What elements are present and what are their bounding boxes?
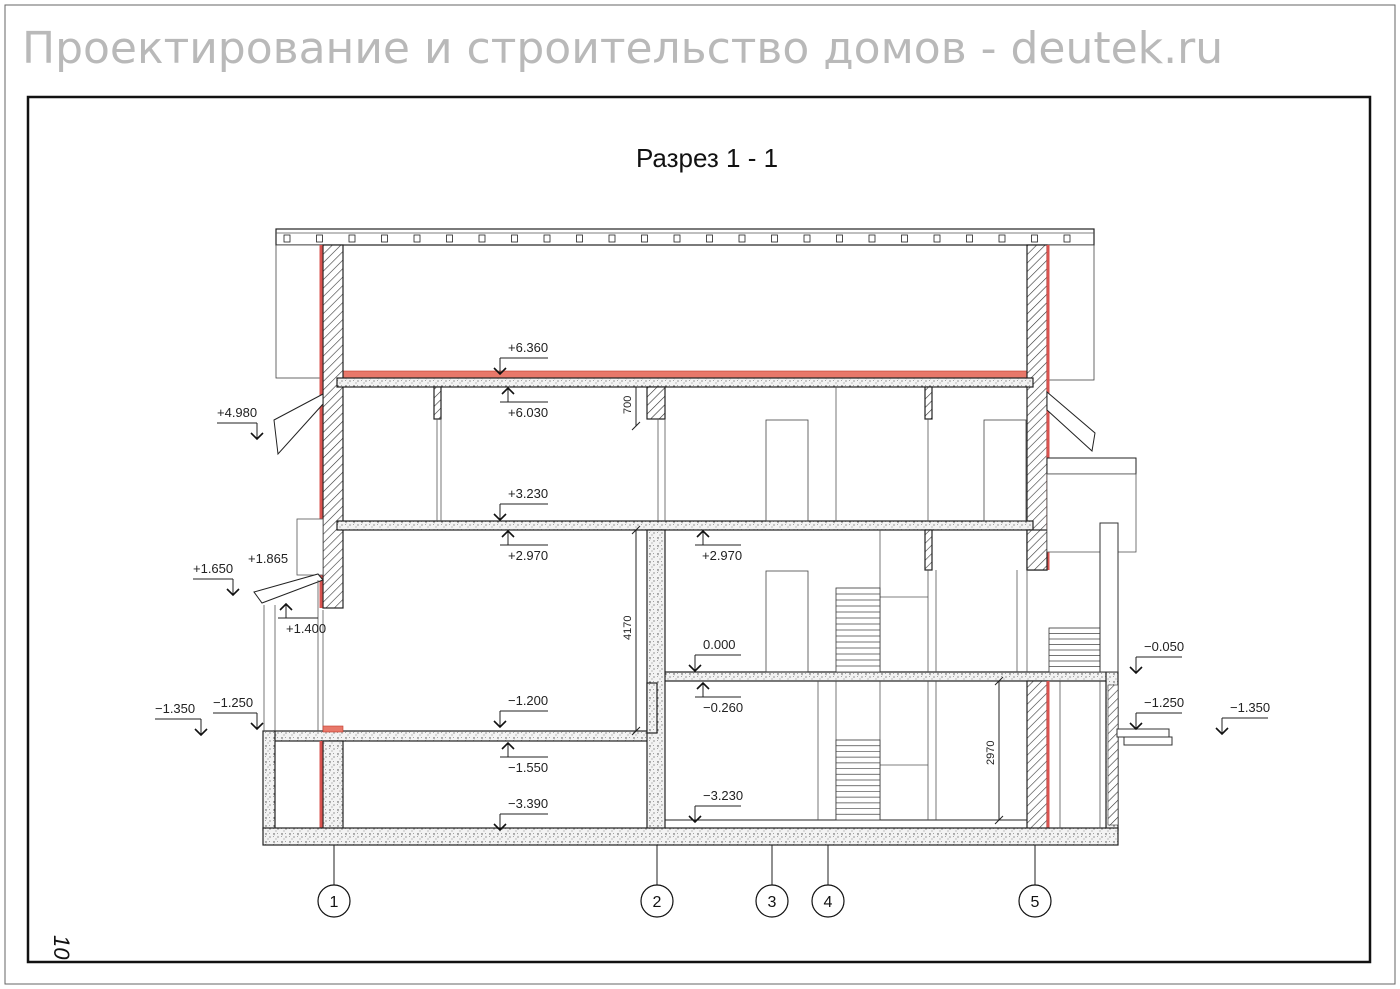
axis-markers: 1 2 3 4 5 — [317, 845, 1052, 918]
level-basement-left: −3.390 — [508, 796, 548, 811]
roof-batten — [836, 234, 843, 243]
level-zero-bottom: −0.260 — [703, 700, 743, 715]
axis-label-1: 1 — [330, 894, 339, 911]
level-slab-low-bottom: −1.550 — [508, 760, 548, 775]
outer-frame — [4, 4, 1396, 985]
axis-label-4: 4 — [824, 894, 833, 911]
dim-2970: 2970 — [985, 741, 997, 765]
level-basement-right: −3.230 — [703, 788, 743, 803]
slab-zero — [656, 671, 1118, 682]
left-wall-basement — [322, 740, 344, 831]
page-number: 10 — [49, 935, 74, 960]
dim-4170: 4170 — [622, 616, 634, 640]
level-entrance-right: −0.050 — [1144, 639, 1184, 654]
foundation-slab — [262, 827, 1119, 846]
left-porch — [253, 393, 344, 733]
roof-batten — [738, 234, 746, 243]
roof-batten — [608, 234, 616, 243]
level-arrow — [493, 823, 507, 832]
level-floor2-bottom-right: +2.970 — [702, 548, 742, 563]
roof-batten — [576, 234, 583, 243]
level-ground-right: −1.350 — [1230, 700, 1270, 715]
dim-700: 700 — [622, 396, 634, 414]
roof-batten — [511, 234, 518, 243]
level-floor2-top: +3.230 — [508, 486, 548, 501]
right-wall-basement — [1026, 680, 1048, 831]
axis-label-2: 2 — [653, 894, 662, 911]
roof-battens — [283, 234, 1071, 243]
level-zero: 0.000 — [703, 637, 736, 652]
level-arrow — [501, 741, 515, 750]
level-arrow — [501, 529, 515, 538]
level-porch-left: −1.250 — [213, 695, 253, 710]
roof-batten — [771, 234, 778, 243]
attic-insulation — [342, 370, 1028, 379]
roof-batten — [706, 234, 713, 243]
slab-low — [273, 730, 655, 742]
slab-attic — [336, 377, 1034, 388]
level-porch-roof-a: +1.650 — [193, 561, 233, 576]
drawing-title: Разрез 1 - 1 — [636, 143, 778, 173]
roof-batten — [446, 234, 453, 243]
watermark-text: Проектирование и строительство домов - d… — [22, 23, 1223, 74]
roof-batten — [1063, 234, 1071, 243]
level-porch-beam: +1.400 — [286, 621, 326, 636]
dimension-lines: 700 4170 2970 — [622, 387, 1004, 825]
slab-floor2 — [336, 520, 1034, 531]
level-arrow — [688, 664, 702, 673]
stair-upper — [835, 587, 881, 673]
roof-batten — [283, 234, 291, 243]
roof-batten — [868, 234, 876, 243]
level-markers: +6.360 +6.030 +4.980 +3.230 +2.970 +2.97… — [155, 340, 1270, 832]
roof-batten — [673, 234, 681, 243]
level-arrow — [493, 513, 507, 522]
level-porch-roof-b: +1.865 — [248, 551, 288, 566]
level-arrow — [696, 529, 710, 538]
drawing-frame — [26, 95, 1372, 964]
left-wall-upper — [322, 244, 344, 609]
level-arrow — [1215, 727, 1229, 736]
level-slab-low-top: −1.200 — [508, 693, 548, 708]
left-outer-basement — [262, 730, 276, 831]
axis-label-3: 3 — [768, 894, 777, 911]
level-roof: +6.360 — [508, 340, 548, 355]
right-canopy — [1046, 390, 1173, 746]
roof-batten — [316, 234, 323, 243]
roof-batten — [933, 234, 941, 243]
roof-batten — [478, 234, 486, 243]
roof-batten — [641, 234, 648, 243]
level-arrow — [1129, 666, 1143, 675]
level-arrow — [493, 720, 507, 729]
level-arrow — [688, 815, 702, 824]
level-porch-right: −1.250 — [1144, 695, 1184, 710]
roof-batten — [413, 234, 421, 243]
level-arrow — [250, 722, 264, 731]
level-top-ceiling: +6.030 — [508, 405, 548, 420]
stair-lower — [835, 739, 881, 821]
roof-batten — [803, 234, 811, 243]
inner-wall-axis2 — [646, 529, 666, 831]
level-arrow — [226, 588, 240, 597]
stair-entrance — [1048, 627, 1101, 673]
level-floor2-bottom: +2.970 — [508, 548, 548, 563]
level-arrow — [501, 386, 515, 395]
level-ground-left: −1.350 — [155, 701, 195, 716]
level-arrow — [696, 681, 710, 690]
roof-batten — [1031, 234, 1038, 243]
level-arrow — [250, 432, 264, 441]
roof-batten — [543, 234, 551, 243]
roof-batten — [966, 234, 973, 243]
level-arrow — [493, 367, 507, 376]
level-arrow — [279, 602, 293, 611]
roof-batten — [381, 234, 388, 243]
roof-batten — [901, 234, 908, 243]
roof — [275, 228, 1095, 381]
axis-label-5: 5 — [1031, 894, 1040, 911]
level-arrow — [1129, 722, 1143, 731]
level-arrow — [194, 728, 208, 737]
level-eave: +4.980 — [217, 405, 257, 420]
roof-batten — [348, 234, 356, 243]
roof-batten — [998, 234, 1006, 243]
